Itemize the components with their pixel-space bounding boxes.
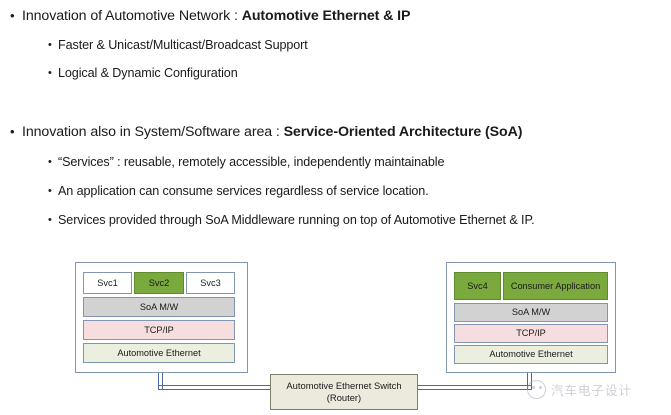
car-logo-icon bbox=[527, 380, 546, 399]
bullet-text: Faster & Unicast/Multicast/Broadcast Sup… bbox=[58, 38, 308, 52]
layer-box-automotive-ethernet[interactable]: Automotive Ethernet bbox=[83, 343, 235, 363]
bullet-item-3: • Logical & Dynamic Configuration bbox=[48, 66, 238, 81]
bullet-glyph: • bbox=[10, 124, 15, 139]
bullet-glyph: • bbox=[48, 38, 52, 51]
service-box-svc1[interactable]: Svc1 bbox=[83, 272, 132, 294]
bullet-text: Innovation of Automotive Network : bbox=[22, 8, 242, 24]
switch-label-line2: (Router) bbox=[326, 392, 362, 403]
service-box-svc4[interactable]: Svc4 bbox=[454, 272, 501, 300]
layer-label: SoA M/W bbox=[511, 307, 551, 318]
service-label: Consumer Application bbox=[510, 280, 601, 291]
bullet-item-4: • Innovation also in System/Software area… bbox=[10, 124, 523, 140]
bullet-item-5: • “Services” : reusable, remotely accessi… bbox=[48, 155, 445, 170]
layer-label: SoA M/W bbox=[139, 301, 179, 312]
bullet-text: “Services” : reusable, remotely accessib… bbox=[58, 155, 445, 169]
service-label: Svc3 bbox=[200, 277, 221, 288]
bullet-item-1: • Innovation of Automotive Network : Auto… bbox=[10, 8, 411, 24]
connector-right-horizontal bbox=[415, 385, 532, 390]
switch-label-line1: Automotive Ethernet Switch bbox=[286, 380, 402, 391]
ethernet-switch-box[interactable]: Automotive Ethernet Switch (Router) bbox=[270, 374, 418, 410]
service-label: Svc2 bbox=[148, 277, 170, 288]
layer-label: Automotive Ethernet bbox=[117, 347, 201, 358]
bullet-text-strong: Automotive Ethernet & IP bbox=[241, 8, 411, 24]
bullet-item-6: • An application can consume services reg… bbox=[48, 184, 429, 199]
service-box-svc2[interactable]: Svc2 bbox=[134, 272, 184, 294]
bullet-item-2: • Faster & Unicast/Multicast/Broadcast Su… bbox=[48, 38, 308, 53]
bullet-text: Innovation also in System/Software area … bbox=[22, 124, 284, 140]
service-box-consumer-application[interactable]: Consumer Application bbox=[503, 272, 608, 300]
bullet-glyph: • bbox=[48, 184, 52, 197]
watermark-text: 汽车电子设计 bbox=[551, 383, 633, 398]
layer-box-tcpip[interactable]: TCP/IP bbox=[83, 320, 235, 340]
bullet-glyph: • bbox=[48, 66, 52, 79]
service-label: Svc4 bbox=[467, 280, 488, 291]
bullet-glyph: • bbox=[48, 155, 52, 168]
bullet-text: Services provided through SoA Middleware… bbox=[58, 213, 535, 227]
right-node-panel: Svc4 Consumer Application SoA M/W TCP/IP… bbox=[446, 262, 616, 373]
layer-label: Automotive Ethernet bbox=[489, 349, 573, 360]
left-node-panel: Svc1 Svc2 Svc3 SoA M/W TCP/IP Automotive… bbox=[75, 262, 248, 373]
bullet-text: An application can consume services rega… bbox=[58, 184, 429, 198]
connector-left-horizontal bbox=[158, 385, 273, 390]
bullet-glyph: • bbox=[48, 213, 52, 226]
service-label: Svc1 bbox=[97, 277, 118, 288]
bullet-item-7: • Services provided through SoA Middlewar… bbox=[48, 213, 535, 228]
service-box-svc3[interactable]: Svc3 bbox=[186, 272, 235, 294]
layer-label: TCP/IP bbox=[144, 324, 174, 335]
layer-box-soa-mw[interactable]: SoA M/W bbox=[83, 297, 235, 317]
layer-box-tcpip[interactable]: TCP/IP bbox=[454, 324, 608, 343]
connector-left-vertical bbox=[158, 370, 163, 390]
layer-box-automotive-ethernet[interactable]: Automotive Ethernet bbox=[454, 345, 608, 364]
bullet-text: Logical & Dynamic Configuration bbox=[58, 66, 238, 80]
watermark: 汽车电子设计 bbox=[527, 380, 632, 399]
bullet-text-strong: Service-Oriented Architecture (SoA) bbox=[283, 124, 523, 140]
layer-box-soa-mw[interactable]: SoA M/W bbox=[454, 303, 608, 322]
bullet-glyph: • bbox=[10, 8, 15, 23]
layer-label: TCP/IP bbox=[516, 328, 546, 339]
